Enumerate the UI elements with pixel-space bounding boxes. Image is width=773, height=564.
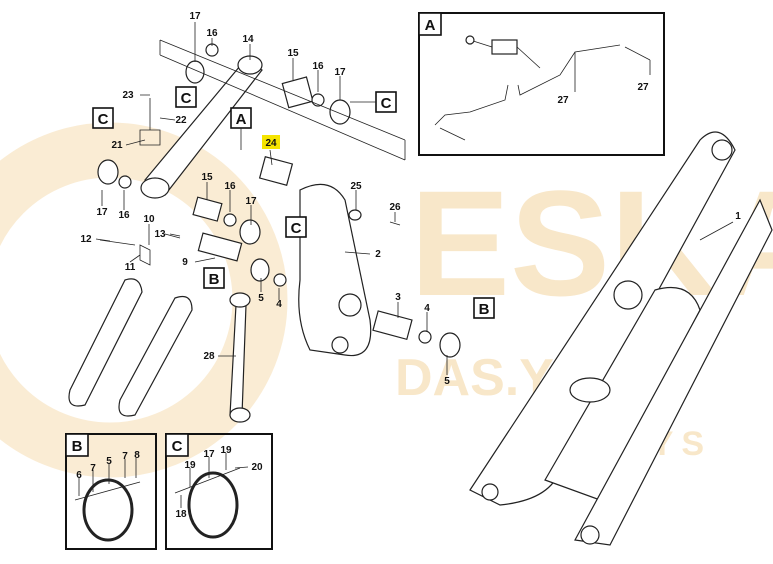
callout: 4	[276, 299, 282, 310]
callout: 25	[350, 181, 362, 192]
svg-text:C: C	[181, 90, 192, 107]
callout: 11	[125, 262, 136, 273]
linkage-parts	[68, 39, 461, 423]
callout: 7	[90, 463, 96, 474]
boom-arm	[469, 131, 773, 546]
svg-text:C: C	[291, 220, 302, 237]
callout: 18	[175, 509, 187, 520]
callout: 9	[182, 257, 188, 268]
callout: 8	[134, 450, 140, 461]
callout: 28	[203, 351, 215, 362]
callout: 15	[287, 48, 299, 59]
callout: 13	[154, 229, 166, 240]
callout: 10	[143, 214, 155, 225]
detail-view-a: A 27 27	[418, 12, 665, 156]
svg-text:C: C	[381, 95, 392, 112]
callout: 5	[444, 376, 450, 387]
callout: 23	[122, 90, 134, 101]
callout: 7	[122, 451, 128, 462]
callout: 14	[242, 34, 254, 45]
callout: 27	[637, 82, 649, 93]
detail-b-title: B	[72, 438, 83, 455]
callout: 16	[224, 181, 236, 192]
view-reference-boxes: C C C A C B B	[92, 86, 495, 319]
detail-c-title: C	[172, 438, 183, 455]
callout: 12	[80, 234, 92, 245]
callout-labels: 17 16 14 15 16 17 23 22 21 24 15 16 25 1…	[80, 11, 741, 387]
detail-view-b: B 6 7 5 7 8	[65, 433, 157, 550]
callout: 17	[334, 67, 346, 78]
callout: 5	[258, 293, 264, 304]
callout: 4	[424, 303, 430, 314]
callout: 1	[735, 211, 741, 222]
callout: 17	[189, 11, 201, 22]
callout: 17	[245, 196, 257, 207]
detail-a-title: A	[425, 17, 436, 34]
callout: 2	[375, 249, 381, 260]
callout: 22	[175, 115, 187, 126]
svg-text:B: B	[209, 271, 220, 288]
callout: 3	[395, 292, 401, 303]
svg-text:A: A	[236, 111, 247, 128]
callout: 20	[251, 462, 263, 473]
svg-text:C: C	[98, 111, 109, 128]
callout: 16	[118, 210, 130, 221]
callout: 16	[312, 61, 324, 72]
detail-view-c: C 19 17 19 20 18	[165, 433, 273, 550]
callout: 5	[106, 456, 112, 467]
callout: 19	[184, 460, 196, 471]
svg-text:B: B	[479, 301, 490, 318]
highlight-marker	[262, 135, 280, 149]
callout: 21	[111, 140, 123, 151]
callout-highlighted: 24	[265, 138, 277, 149]
callout: 16	[206, 28, 218, 39]
callout: 27	[557, 95, 569, 106]
callout: 17	[96, 207, 108, 218]
callout: 15	[201, 172, 213, 183]
leader-lines	[95, 22, 734, 375]
callout: 19	[220, 445, 232, 456]
callout: 6	[76, 470, 82, 481]
callout: 26	[389, 202, 401, 213]
callout: 17	[203, 449, 215, 460]
